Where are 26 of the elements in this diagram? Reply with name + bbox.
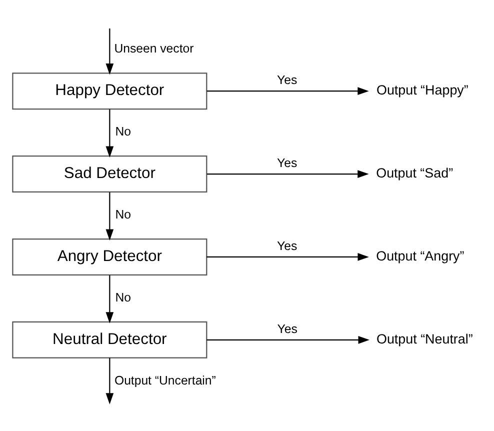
arrow — [106, 109, 114, 158]
node-text: Output “Sad” — [376, 166, 454, 180]
edge-label: Output “Uncertain” — [114, 374, 216, 388]
node-box: Neutral Detector — [12, 321, 208, 358]
node-box: Happy Detector — [12, 72, 208, 110]
edge-label: No — [115, 124, 132, 139]
edge-label: Unseen vector — [114, 42, 194, 56]
edge-label: No — [115, 290, 132, 305]
arrow — [106, 275, 114, 324]
node-text: Output “Neutral” — [376, 331, 473, 346]
edge-label: Yes — [277, 322, 298, 336]
arrow — [106, 28, 114, 75]
edge-label: Yes — [277, 239, 298, 254]
node-text: Output “Angry” — [376, 248, 464, 264]
node-box: Angry Detector — [12, 238, 208, 276]
node-text: Output “Happy” — [376, 82, 468, 98]
edge-label: Yes — [277, 73, 298, 88]
arrow — [106, 358, 114, 404]
arrow — [106, 192, 114, 240]
arrow — [206, 87, 369, 95]
arrow — [206, 253, 369, 261]
node-box: Sad Detector — [12, 156, 208, 193]
arrow — [207, 170, 369, 178]
edge-label: No — [115, 208, 132, 222]
arrow — [206, 336, 370, 344]
edge-label: Yes — [277, 156, 298, 170]
